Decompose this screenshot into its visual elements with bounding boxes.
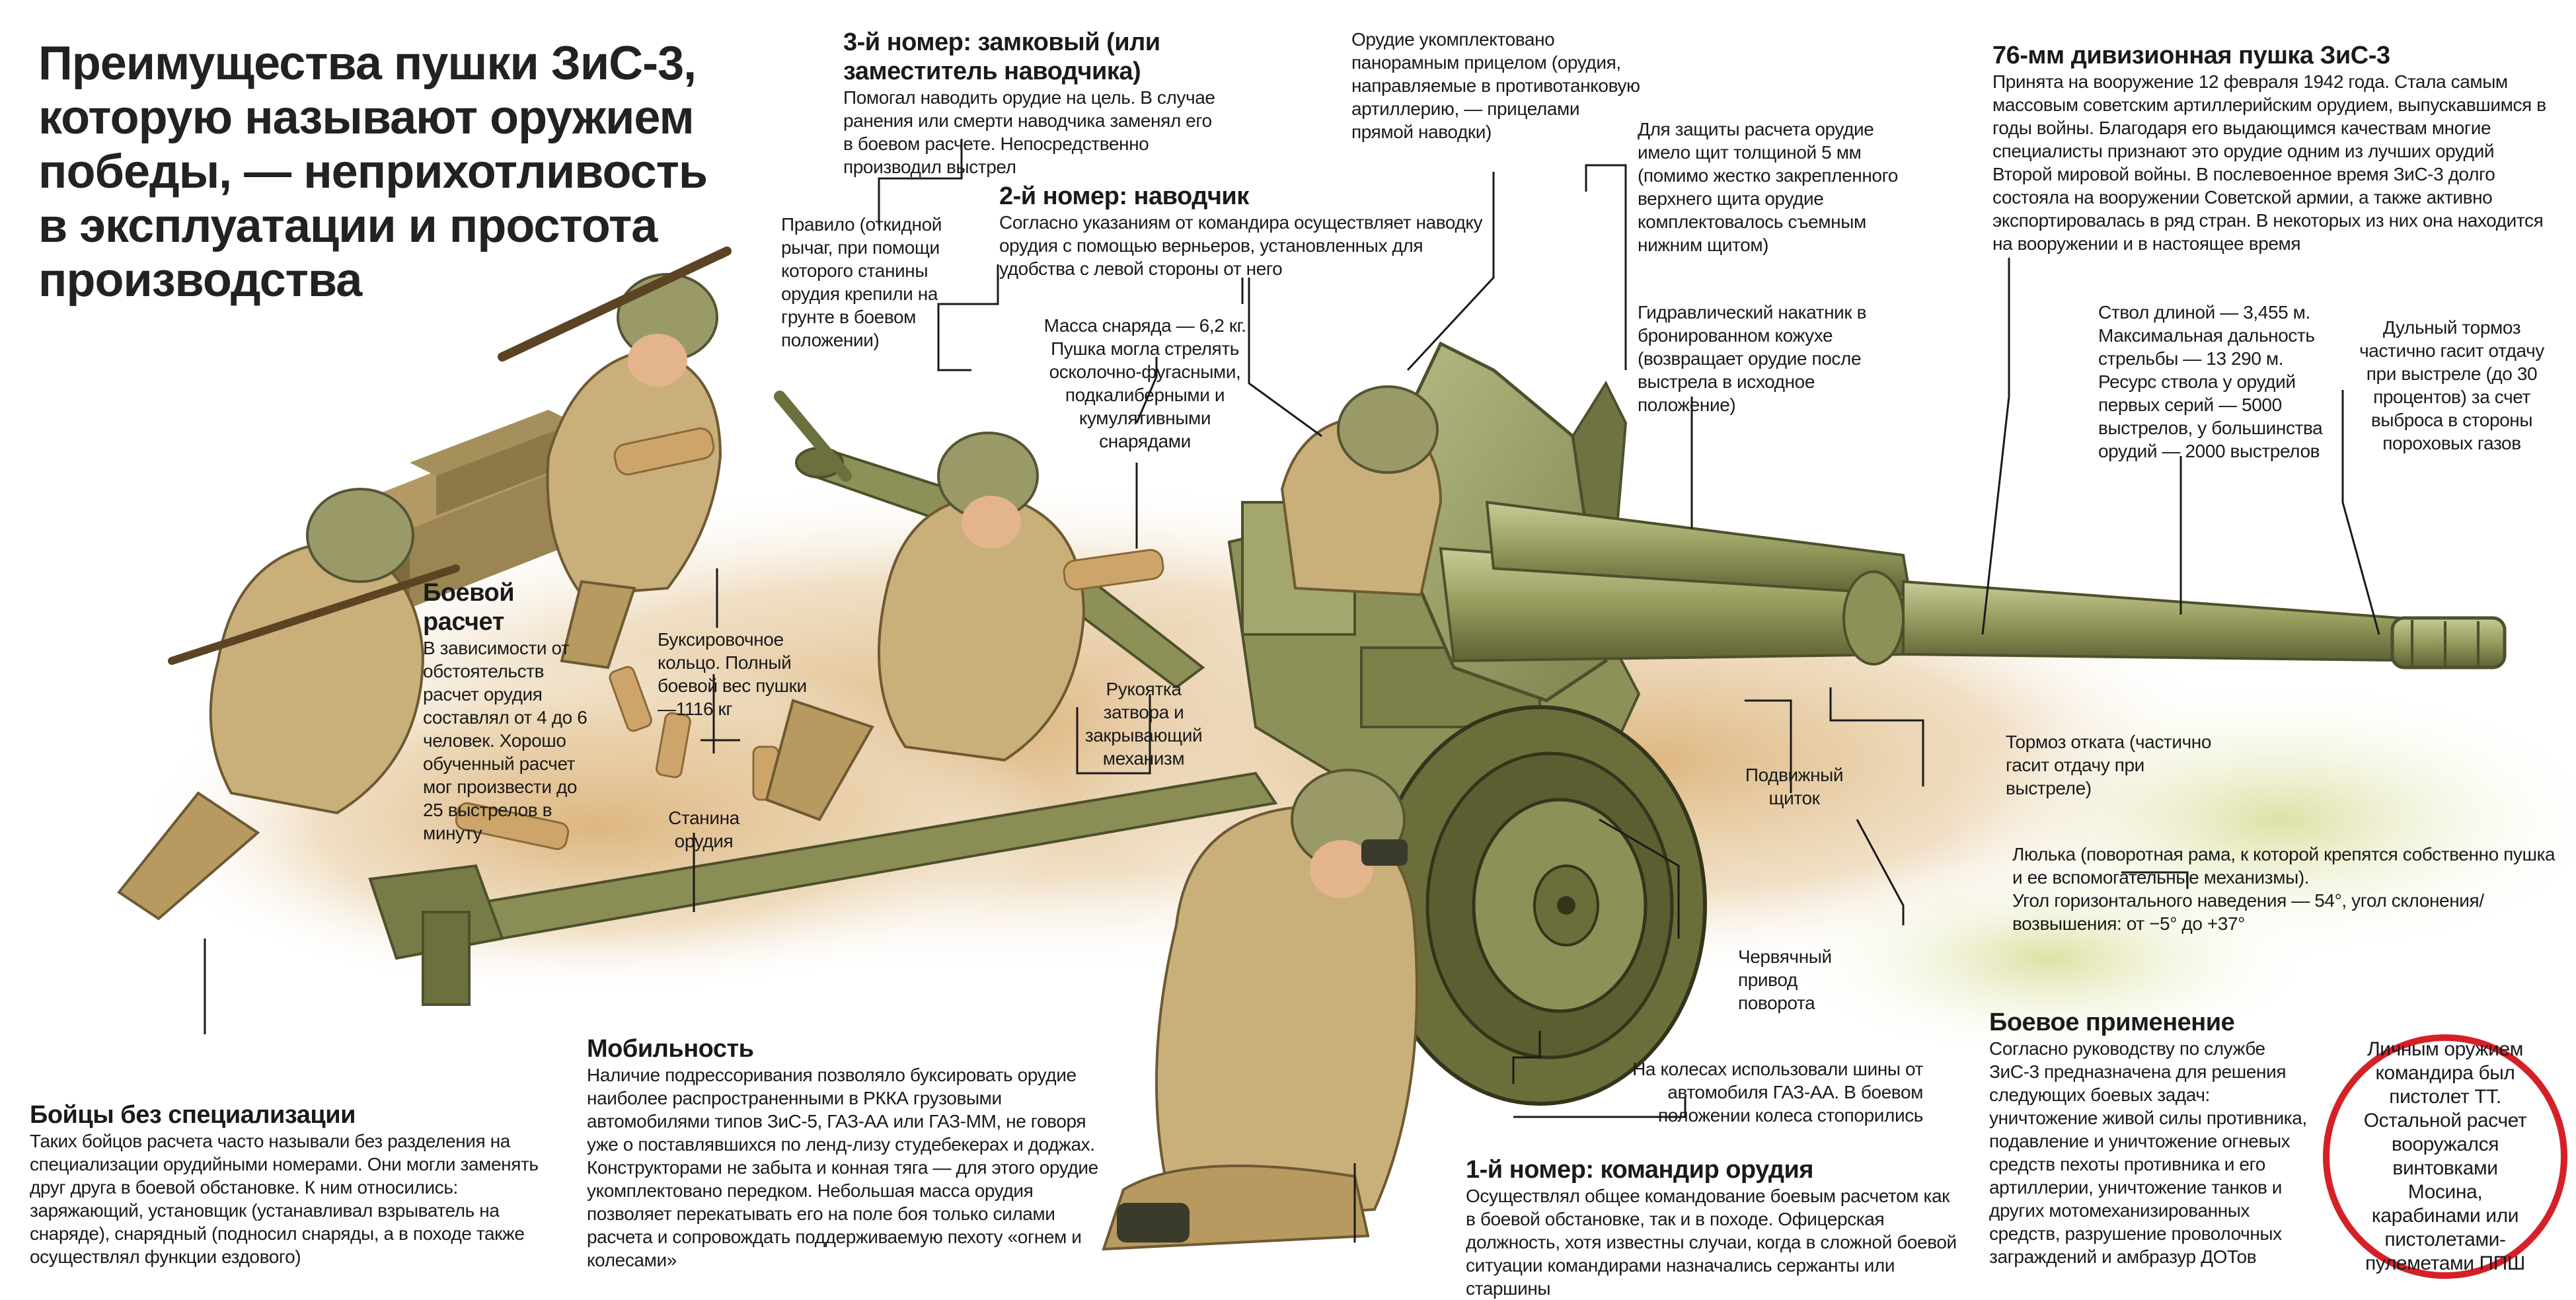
callout-fighters: Бойцы без специализации Таких бойцов рас… bbox=[30, 1100, 539, 1268]
callout-worm-drive: Червячный привод поворота bbox=[1738, 946, 1832, 1013]
callout-heading: Боевое применение bbox=[1989, 1009, 2235, 1036]
callout-text: Люлька (поворотная рама, к которой крепя… bbox=[2012, 844, 2556, 888]
callout-commander: 1-й номер: командир орудия Осуществлял о… bbox=[1466, 1155, 1961, 1300]
callout-barrel: Ствол длиной — 3,455 м. Максимальная дал… bbox=[2098, 302, 2323, 461]
callout-text: Наличие подрессоривания позволяло буксир… bbox=[587, 1065, 1098, 1270]
gun-trail bbox=[368, 391, 1278, 1006]
shell-casings bbox=[455, 666, 780, 851]
callout-cradle: Люлька (поворотная рама, к которой крепя… bbox=[2012, 843, 2561, 935]
callout-heading: 1-й номер: командир орудия bbox=[1466, 1156, 1813, 1184]
callout-panorama: Орудие укомплектовано панорамным прицело… bbox=[1351, 29, 1640, 142]
callout-shell: Масса снаряда — 6,2 кг. Пушка могла стре… bbox=[1043, 315, 1246, 451]
callout-heading: 3-й номер: замковый (или заместитель нав… bbox=[843, 28, 1160, 85]
callout-wheels: На колесах использовали шины от автомоби… bbox=[1632, 1059, 1923, 1126]
callout-heading: 2-й номер: наводчик bbox=[999, 182, 1249, 210]
callout-recoil-brake: Гидравлический накатник в бронированном … bbox=[1638, 302, 1867, 415]
callout-angles: Угол горизонтального наведения — 54°, уг… bbox=[2012, 890, 2484, 934]
soldier-commander-with-binoculars bbox=[1102, 769, 1418, 1251]
callout-shield: Для защиты расчета орудие имело щит толщ… bbox=[1638, 119, 1898, 255]
soldier-aimer bbox=[1280, 385, 1443, 597]
gun-barrel bbox=[1439, 500, 2507, 669]
callout-heading: Бойцы без специализации bbox=[30, 1101, 356, 1129]
callout-text: В зависимости от обстоятельств расчет ор… bbox=[423, 638, 587, 843]
callout-towing-ring: Буксировочное кольцо. Полный боевой вес … bbox=[658, 629, 807, 719]
callout-text: Помогал наводить орудие на цель. В случа… bbox=[843, 87, 1215, 177]
callout-combat-use: Боевое применение Согласно руководству п… bbox=[1989, 1008, 2313, 1268]
callout-text: Осуществлял общее командование боевым ра… bbox=[1466, 1186, 1957, 1299]
callout-movable-shield: Подвижный щиток bbox=[1745, 765, 1844, 808]
callout-text: Принята на вооружение 12 февраля 1942 го… bbox=[1992, 71, 2546, 254]
callout-heading: 76-мм дивизионная пушка ЗиС-3 bbox=[1992, 42, 2390, 69]
callout-muzzle-brake: Дульный тормоз частично гасит отдачу при… bbox=[2359, 317, 2544, 453]
callout-text: Согласно указаниям от командира осуществ… bbox=[999, 212, 1483, 279]
callout-text: Согласно руководству по службе ЗиС-3 пре… bbox=[1989, 1038, 2307, 1267]
callout-bolt-handle: Рукоятка затвора и закрывающий механизм bbox=[1084, 679, 1203, 769]
leader-lines bbox=[204, 139, 2380, 1243]
page-title: Преимущества пушки ЗиС-3, которую называ… bbox=[38, 37, 708, 307]
callout-stanina: Станина орудия bbox=[668, 808, 739, 851]
callout-crew: Боевой расчет В зависимости от обстоятел… bbox=[423, 578, 598, 845]
pistol-badge-text: Личным оружием командира был пистолет ТТ… bbox=[2363, 1038, 2527, 1274]
callout-gun-description: 76-мм дивизионная пушка ЗиС-3 Принята на… bbox=[1992, 41, 2548, 255]
callout-navodchik: 2-й номер: наводчик Согласно указаниям о… bbox=[999, 182, 1488, 280]
soldier-loader-with-shell bbox=[498, 247, 732, 669]
callout-heading: Мобильность bbox=[587, 1035, 754, 1063]
callout-mobility: Мобильность Наличие подрессоривания позв… bbox=[587, 1034, 1102, 1272]
callout-recoil-brake-otkat: Тормоз отката (частично гасит отдачу при… bbox=[2006, 732, 2212, 798]
gun-wheel bbox=[1373, 705, 1707, 1106]
soldier-gunner-with-shell bbox=[765, 432, 1164, 822]
callout-zamkovy: 3-й номер: замковый (или заместитель нав… bbox=[843, 28, 1220, 178]
callout-text: Таких бойцов расчета часто называли без … bbox=[30, 1131, 539, 1267]
callout-pravilo: Правило (откидной рычаг, при помощи кото… bbox=[781, 214, 942, 350]
pistol-badge: Личным оружием командира был пистолет ТТ… bbox=[2323, 1034, 2567, 1279]
callout-heading: Боевой расчет bbox=[423, 579, 515, 636]
soldier-kneeling-rear bbox=[117, 488, 460, 921]
